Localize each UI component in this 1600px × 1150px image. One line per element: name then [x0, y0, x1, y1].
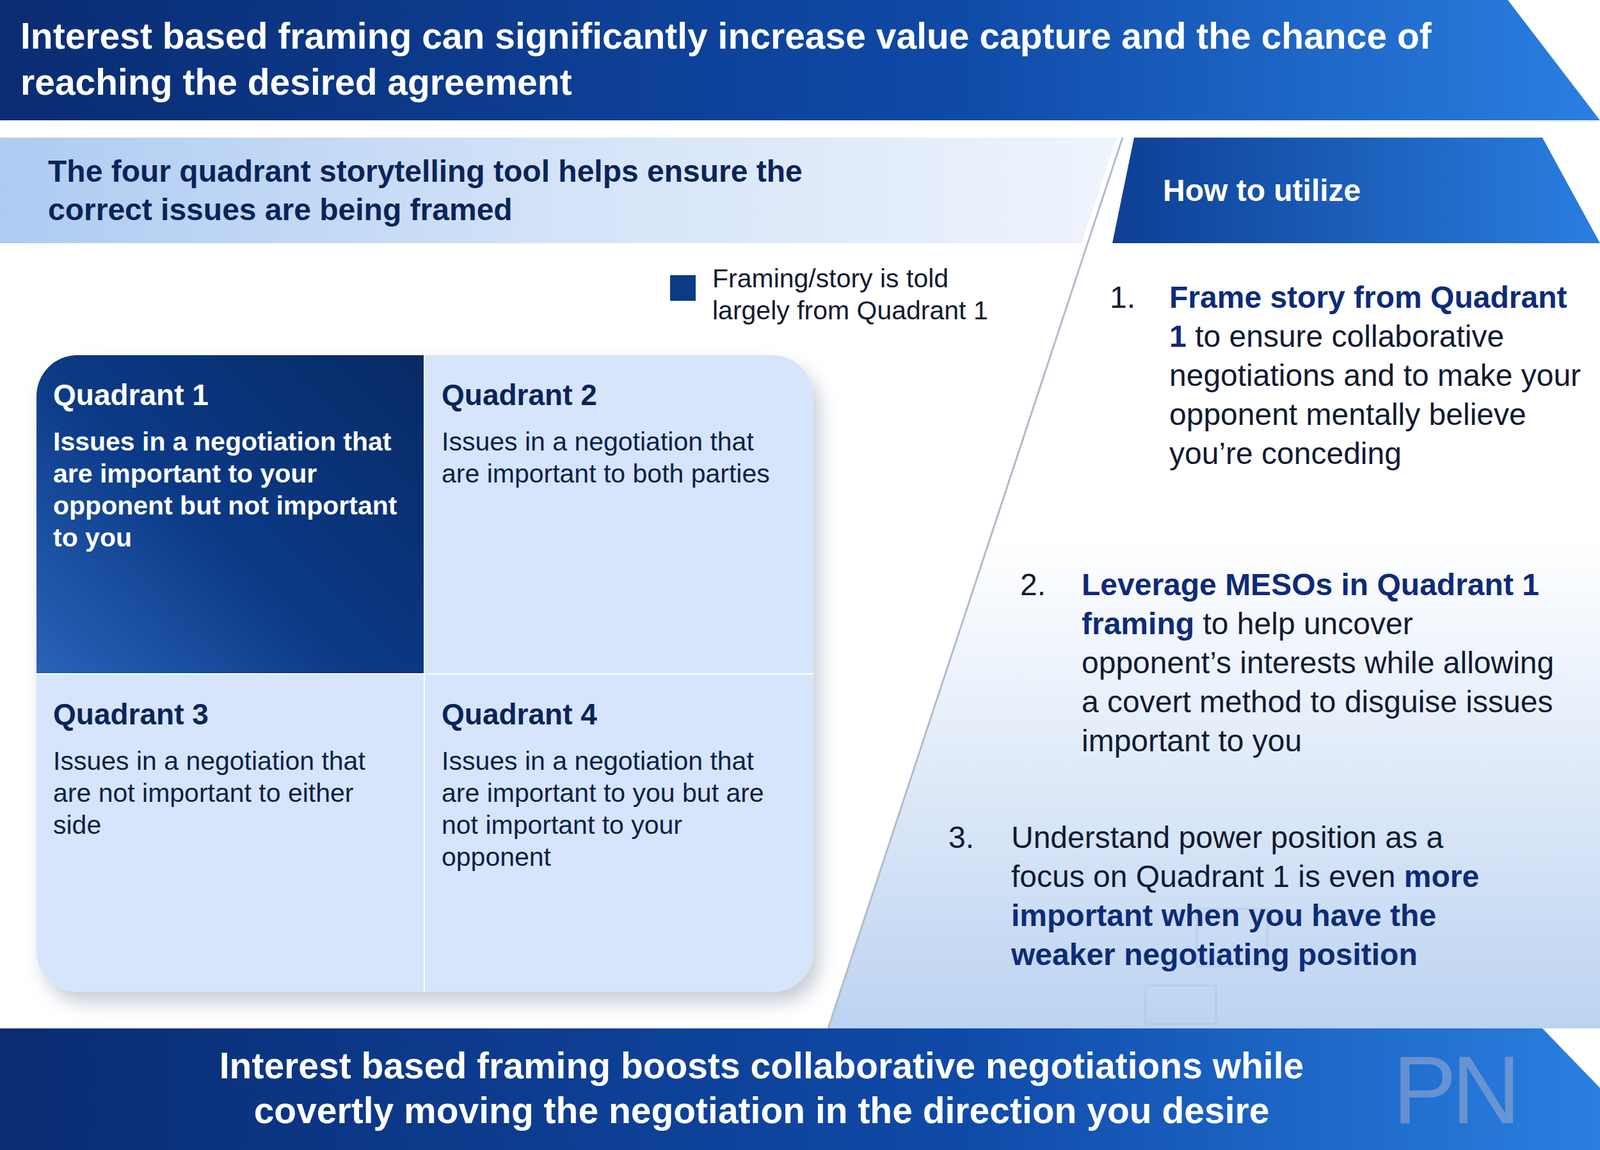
- quadrant-box: Quadrant 4 Issues in a negotiation that a…: [424, 674, 814, 992]
- header-band: The four quadrant storytelling tool help…: [0, 137, 1117, 244]
- quadrant-body: Issues in a negotiation that are importa…: [53, 425, 409, 554]
- title-band: [0, 0, 1600, 121]
- list-item: Understand power position as a focus on …: [1011, 817, 1524, 975]
- quadrant-box: Quadrant 3 Issues in a negotiation that a…: [36, 674, 424, 992]
- legend-text: Framing/story is told largely from Quadr…: [712, 262, 1020, 327]
- quadrant-body: Issues in a negotiation that are importa…: [441, 744, 799, 873]
- quadrant-box: Quadrant 2 Issues in a negotiation that a…: [424, 355, 814, 674]
- list-number: 1.: [1109, 277, 1136, 317]
- band-text: How to utilize: [1162, 171, 1600, 210]
- item-text: Understand power position as a focus on …: [1011, 820, 1444, 894]
- quadrant-body: Issues in a negotiation that are not imp…: [53, 744, 409, 841]
- list-number: 3.: [948, 817, 975, 857]
- list-item: Leverage MESOs in Quadrant 1 framingto h…: [1081, 565, 1556, 761]
- quadrant-box: Quadrant 1 Issues in a negotiation that a…: [36, 355, 424, 674]
- header-band: How to utilize: [1112, 137, 1600, 244]
- band-fill: [0, 137, 1117, 244]
- watermark-logo: PN: [1392, 1041, 1516, 1138]
- band-fill: [1112, 137, 1600, 244]
- quadrant-heading: Quadrant 4: [441, 696, 799, 733]
- band-text: The four quadrant storytelling tool help…: [48, 152, 900, 230]
- quadrant-heading: Quadrant 3: [53, 696, 409, 733]
- list-number: 2.: [1020, 565, 1046, 605]
- quadrant-heading: Quadrant 2: [441, 376, 799, 413]
- slide-title: Interest based framing can significantly…: [20, 12, 1467, 105]
- item-text: to ensure collaborative negotiations and…: [1169, 319, 1581, 471]
- legend-swatch: [670, 275, 696, 301]
- list-item: Frame story from Quadrant 1to ensure col…: [1169, 277, 1589, 473]
- quadrant-body: Issues in a negotiation that are importa…: [441, 425, 799, 490]
- band-shape: [0, 137, 1117, 244]
- slide-caption: Interest based framing boosts collaborat…: [153, 1043, 1370, 1133]
- quadrant-grid: [36, 355, 814, 992]
- quadrant-heading: Quadrant 1: [53, 376, 409, 413]
- caption-band: [0, 1028, 1600, 1150]
